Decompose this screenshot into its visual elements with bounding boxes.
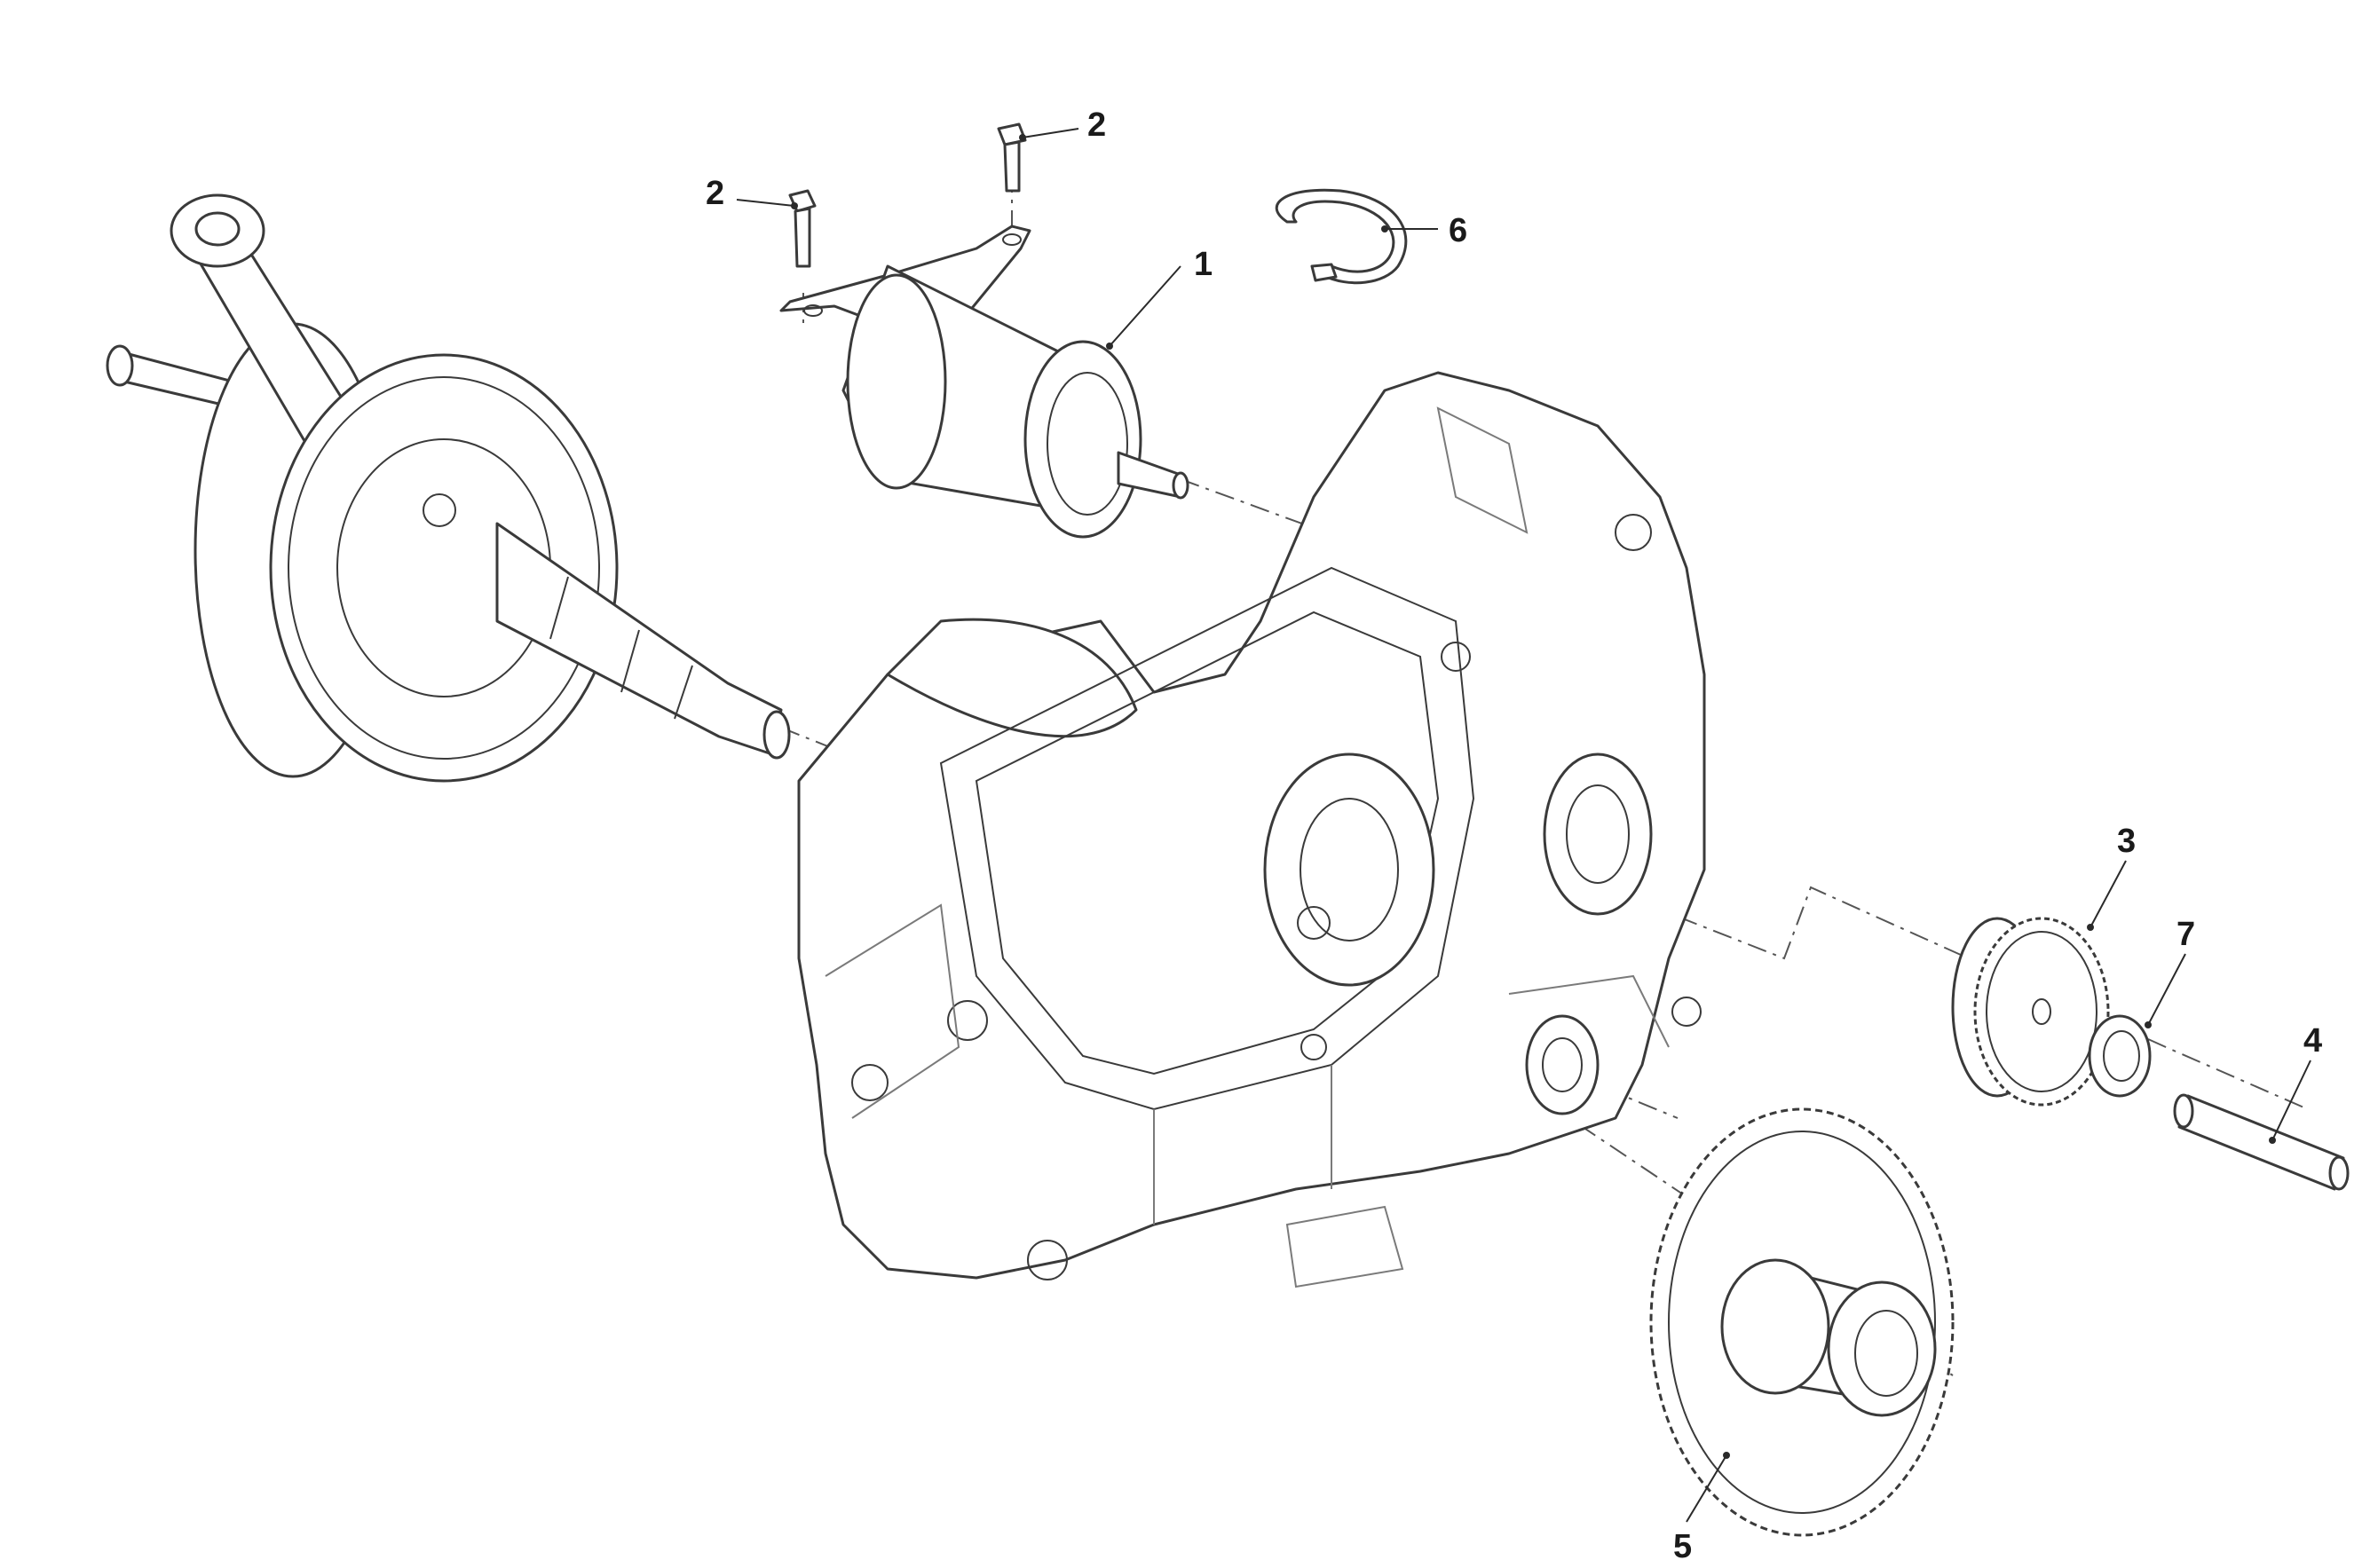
washer bbox=[2088, 1014, 2152, 1098]
bolt-left bbox=[788, 189, 817, 268]
callout-leaders bbox=[736, 128, 2311, 1523]
idler-gear bbox=[1951, 917, 2110, 1107]
starter-motor bbox=[779, 225, 1189, 539]
shaft-pin bbox=[2173, 1093, 2350, 1191]
callout-2-right: 2 bbox=[1087, 106, 1106, 144]
bolt-right bbox=[997, 122, 1027, 193]
starter-gear bbox=[1649, 1107, 1955, 1537]
callout-1: 1 bbox=[1194, 246, 1213, 283]
callout-6: 6 bbox=[1449, 212, 1467, 249]
crankcase bbox=[797, 371, 1706, 1288]
ring-clip bbox=[1275, 188, 1408, 285]
callout-7: 7 bbox=[2176, 916, 2195, 953]
callout-2-left: 2 bbox=[706, 175, 724, 212]
callout-4: 4 bbox=[2303, 1022, 2322, 1060]
callout-5: 5 bbox=[1673, 1528, 1692, 1565]
callout-3: 3 bbox=[2117, 823, 2136, 860]
crankshaft-assembly bbox=[106, 193, 791, 783]
